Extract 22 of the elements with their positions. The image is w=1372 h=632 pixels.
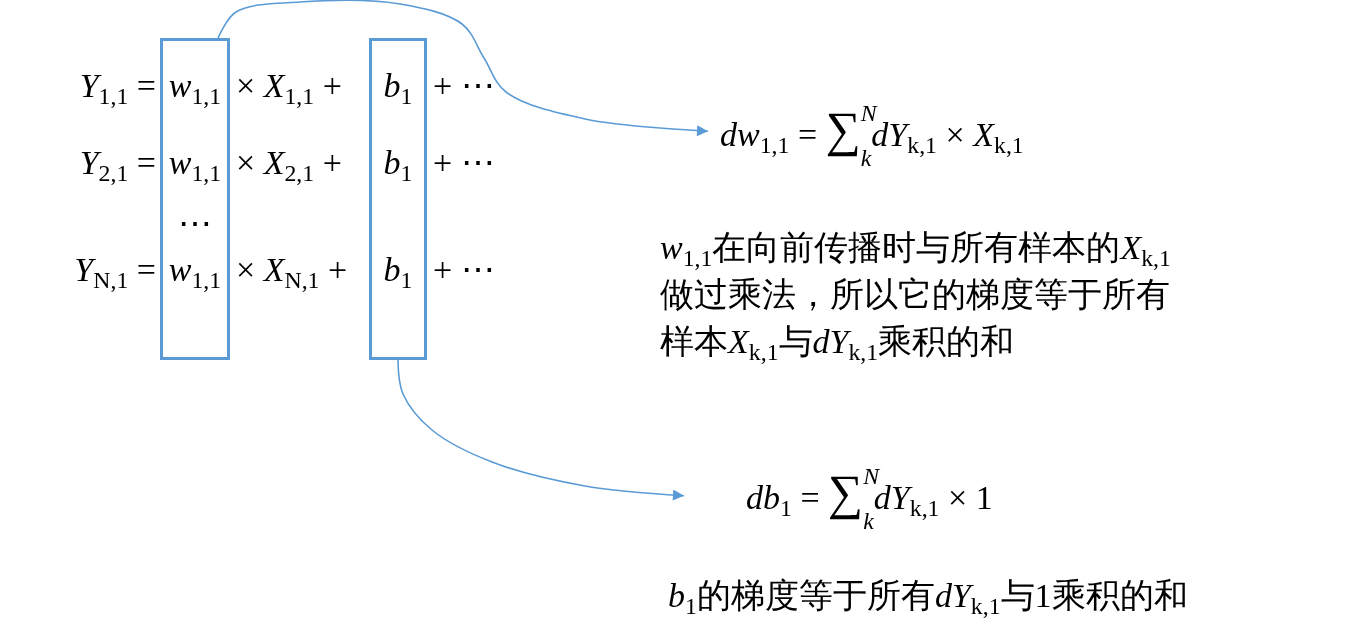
math-expression: + ⋯ [433, 66, 495, 106]
math-expression: Y$_{1,1}$ = [79, 66, 156, 108]
math-term: b$_{1}$ [383, 250, 413, 292]
math-term: ⋯ [178, 204, 212, 244]
math-expression: × X$_{2,1}$ + [236, 143, 342, 185]
explanation-text: w$_{1,1}$在向前传播时与所有样本的X$_{k,1}$做过乘法，所以它的梯度等于所有样本X$_{k,1}$与dY$_{k,1}$乘积的和 [660, 228, 1172, 365]
math-term: w$_{1,1}$ [168, 143, 222, 185]
curved-arrow [217, 0, 709, 137]
explanation-text: b$_{1}$的梯度等于所有dY$_{k,1}$与1乘积的和 [668, 576, 1188, 619]
highlight-box [369, 38, 427, 360]
math-expression: Y$_{N,1}$ = [74, 250, 156, 292]
math-expression: × X$_{1,1}$ + [236, 66, 342, 108]
math-expression: Y$_{2,1}$ = [79, 143, 156, 185]
highlight-box [160, 38, 230, 360]
curved-arrow [397, 359, 685, 501]
math-expression: + ⋯ [433, 143, 495, 183]
math-term: b$_{1}$ [383, 66, 413, 108]
math-expression: + ⋯ [433, 250, 495, 290]
math-expression: × X$_{N,1}$ + [236, 250, 348, 292]
math-term: w$_{1,1}$ [168, 250, 222, 292]
math-term: b$_{1}$ [383, 143, 413, 185]
math-term: w$_{1,1}$ [168, 66, 222, 108]
